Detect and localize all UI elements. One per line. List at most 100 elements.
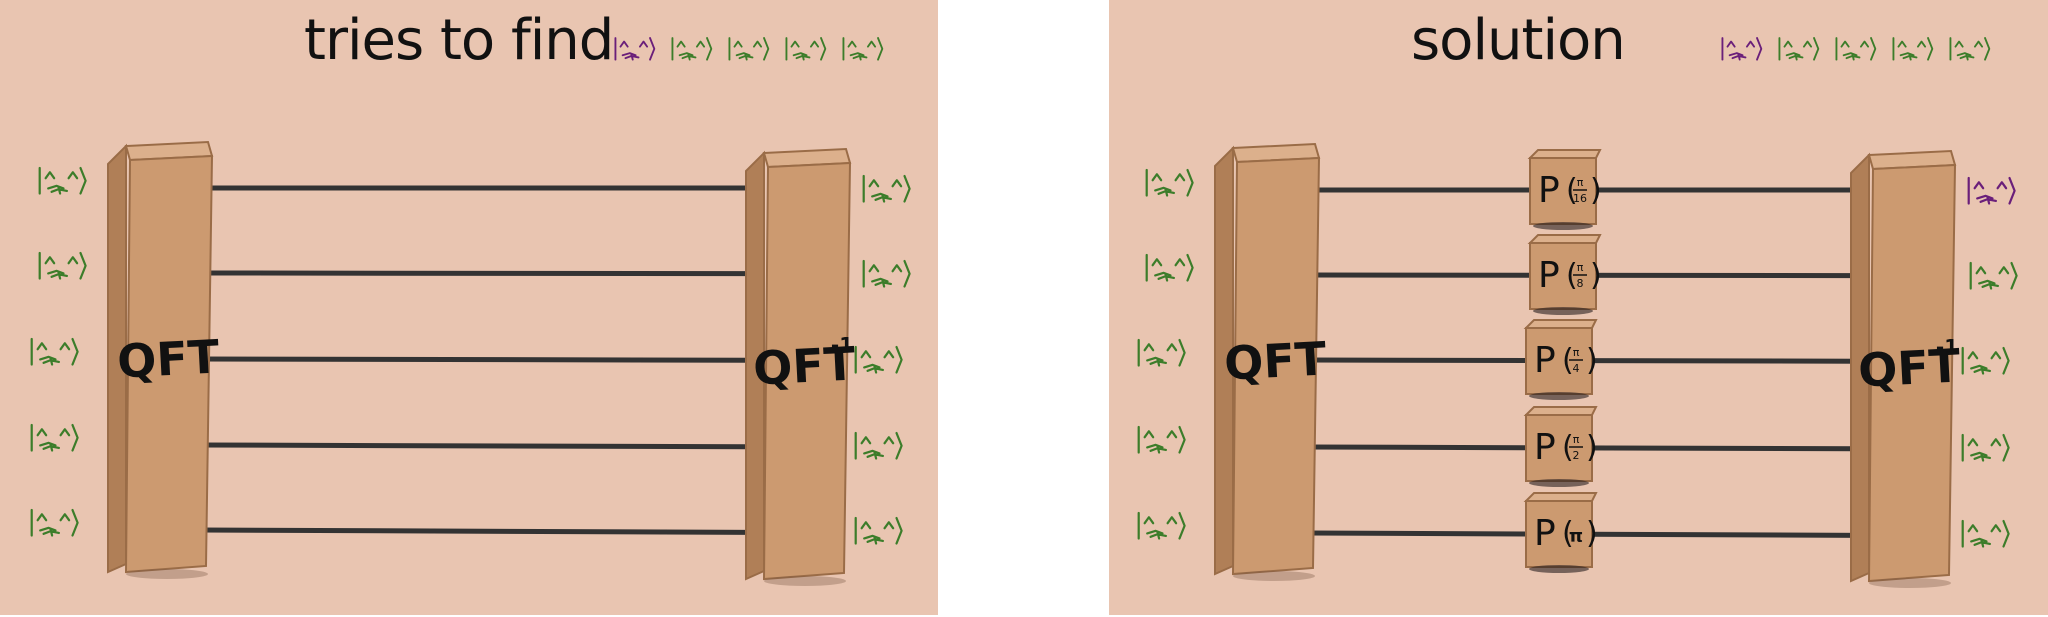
ket-mouth [47, 269, 69, 280]
ket-state: |^_^⟩ [862, 259, 911, 288]
gate-paren: ( [1562, 516, 1574, 551]
inverse-qft-box [1850, 149, 1957, 588]
ket-mouth [39, 355, 61, 366]
ket-eye [733, 40, 743, 48]
qft-box [1214, 142, 1321, 581]
ket-eye [1802, 40, 1813, 48]
ket-eye [1973, 40, 1984, 48]
ket-mouth [1728, 52, 1747, 61]
gate-paren: ) [1586, 516, 1598, 551]
ket-angle [1870, 37, 1877, 61]
gate-numerator: π [1577, 176, 1584, 189]
ket-eye [1967, 351, 1979, 360]
ket-state: |^_^⟩ [854, 516, 903, 545]
ket-eye [36, 428, 48, 437]
phase-gate: P()π2 [1523, 406, 1598, 487]
ket-eye [1143, 430, 1155, 439]
ket-eye [891, 264, 903, 273]
gate-numerator: π [1573, 433, 1580, 446]
ket-state: |^_^⟩ [1721, 37, 1763, 61]
ket-eye [883, 436, 895, 445]
ket-eye [1975, 266, 1987, 275]
gate-paren: ) [1590, 258, 1602, 293]
ket-mouth [1970, 537, 1992, 548]
gate-paren: ( [1562, 343, 1574, 378]
ket-eye [44, 256, 56, 265]
ket-eye [868, 264, 880, 273]
ket-eye [1174, 258, 1186, 267]
ket-mouth [735, 52, 754, 61]
ket-eye [1998, 266, 2010, 275]
ket-eye [59, 428, 71, 437]
gate-face [1525, 500, 1593, 568]
ket-angle [71, 508, 79, 537]
ket-state: |^_^⟩ [30, 423, 79, 452]
ket-mouth [863, 534, 885, 545]
gate-top [1527, 149, 1602, 159]
ket-angle [71, 423, 79, 452]
ket-angle [820, 37, 827, 61]
ket-eye [1996, 181, 2008, 190]
phase-gate: P()π4 [1523, 319, 1598, 400]
ket-angle [1186, 168, 1194, 197]
ket-eye [1174, 173, 1186, 182]
ket-eye [1726, 40, 1736, 48]
ket-angle [895, 431, 903, 460]
box-shadow [1233, 571, 1315, 581]
box-face [124, 154, 214, 574]
ket-eye [59, 513, 71, 522]
ket-mouth [1970, 364, 1992, 375]
ket-angle [706, 37, 713, 61]
ket-angle [895, 516, 903, 545]
gate-paren: ) [1590, 173, 1602, 208]
ket-state: |^_^⟩ [30, 508, 79, 537]
ket-mouth [1785, 52, 1804, 61]
gate-top [1523, 492, 1598, 502]
ket-angle [2002, 519, 2010, 548]
ket-eye [695, 40, 706, 48]
ket-angle [895, 345, 903, 374]
wire [199, 270, 749, 277]
ket-eye [619, 40, 629, 48]
ket-state: |^_^⟩ [1892, 37, 1934, 61]
gate-top [1527, 234, 1602, 244]
ket-angle [2002, 346, 2010, 375]
ket-state: |^_^⟩ [1137, 338, 1186, 367]
ket-state: |^_^⟩ [854, 345, 903, 374]
ket-mouth [1842, 52, 1861, 61]
ket-mouth [863, 449, 885, 460]
ket-state: |^_^⟩ [862, 174, 911, 203]
box-face [1867, 163, 1957, 583]
ket-eye [1967, 524, 1979, 533]
ket-eye [1990, 524, 2002, 533]
ket-angle [1178, 338, 1186, 367]
wire [199, 527, 749, 535]
gate-shadow [1529, 565, 1589, 573]
ket-mouth [871, 277, 893, 288]
gate-denominator: 2 [1573, 449, 1580, 462]
ket-angle [2010, 261, 2018, 290]
ket-mouth [1146, 443, 1168, 454]
gate-shadow [1533, 222, 1593, 230]
ket-angle [763, 37, 770, 61]
ket-eye [36, 513, 48, 522]
ket-state: |^_^⟩ [1145, 253, 1194, 282]
phase-gate: P()π [1523, 492, 1598, 573]
ket-eye [883, 521, 895, 530]
ket-mouth [849, 52, 868, 61]
ket-angle [1186, 253, 1194, 282]
gate-numerator: π [1569, 526, 1583, 547]
ket-mouth [39, 441, 61, 452]
gate-paren: ( [1566, 258, 1578, 293]
wire [199, 442, 749, 450]
ket-eye [1783, 40, 1793, 48]
ket-eye [59, 342, 71, 351]
ket-state: |^_^⟩ [1137, 425, 1186, 454]
panel-title: solution [1411, 8, 1626, 73]
ket-eye [1973, 181, 1985, 190]
ket-mouth [39, 526, 61, 537]
gate-denominator: 4 [1573, 362, 1580, 375]
